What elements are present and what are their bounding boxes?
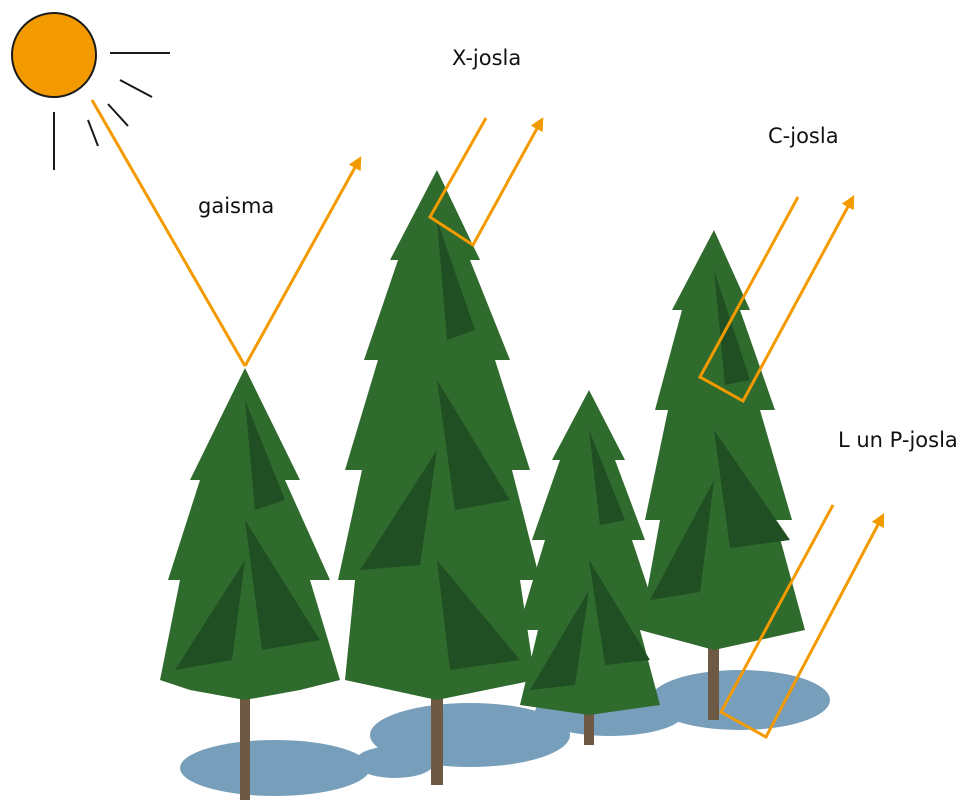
c-band-label: C-josla [768,124,839,148]
pine-tree-icon [518,390,662,745]
sun-icon [12,13,170,170]
pine-tree-icon [338,170,540,785]
x-band-label: X-josla [452,46,521,70]
pine-tree-icon [160,368,340,800]
light-arrow [92,100,358,366]
light-label: gaisma [198,194,274,218]
lp-band-label: L un P-josla [838,428,958,452]
pine-tree-icon [640,230,805,720]
